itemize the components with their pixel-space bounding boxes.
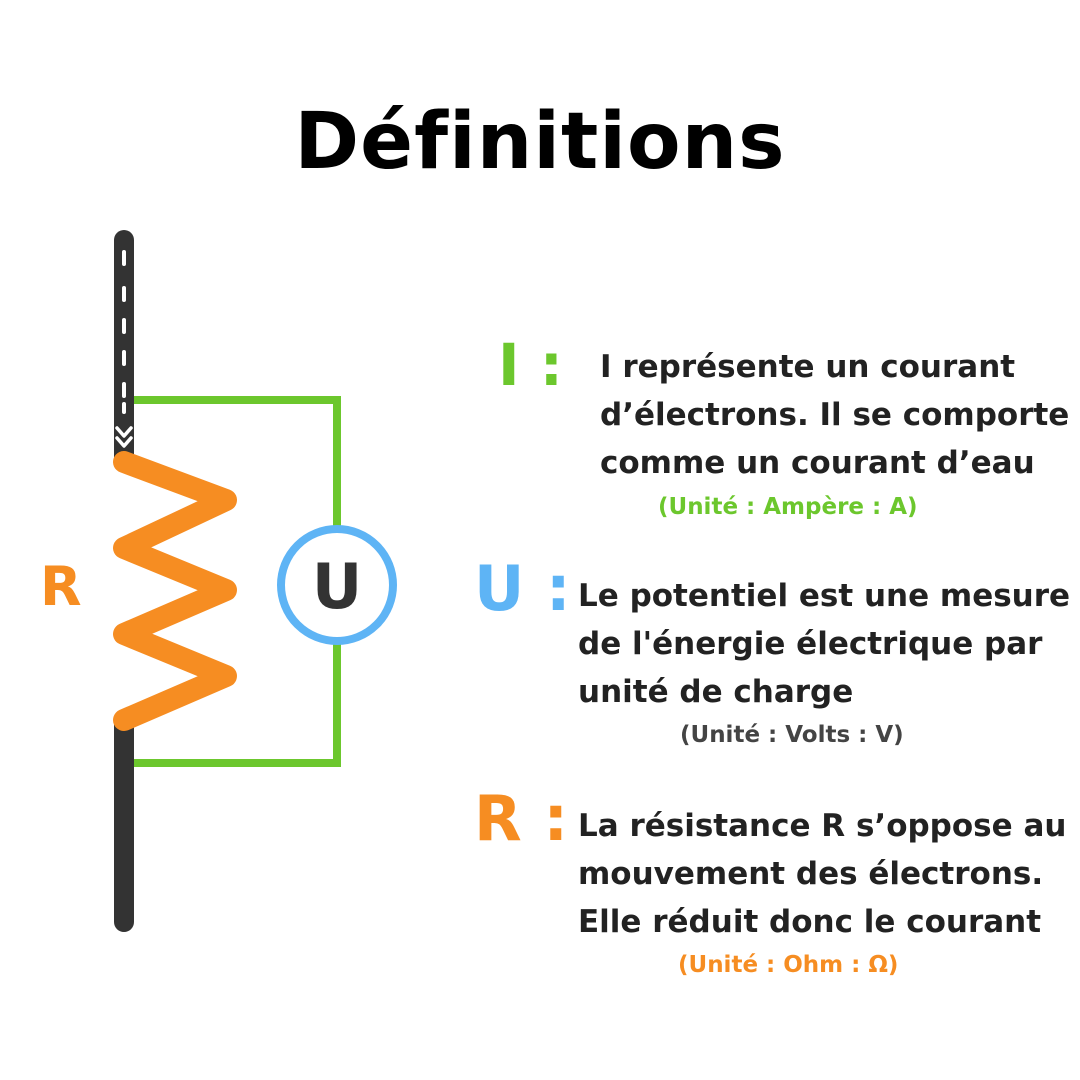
- definition-voltage-line: Le potentiel est une mesure: [578, 578, 1071, 614]
- definition-current-text: I représente un courant d’électrons. Il …: [600, 343, 1069, 487]
- definition-current-line: d’électrons. Il se comporte: [600, 397, 1070, 433]
- voltmeter-circle: [277, 525, 397, 645]
- definition-voltage-text: Le potentiel est une mesure de l'énergie…: [578, 572, 1070, 716]
- voltmeter-label: U: [312, 550, 362, 623]
- voltmeter-bottom-wire: [127, 642, 341, 767]
- definition-resistance-unit: (Unité : Ohm : Ω): [678, 952, 899, 978]
- voltmeter-top-wire: [127, 396, 341, 528]
- definition-voltage-symbol: U :: [474, 552, 571, 625]
- definition-resistance-text: La résistance R s’oppose au mouvement de…: [578, 802, 1066, 946]
- definition-voltage-line: de l'énergie électrique par: [578, 626, 1043, 662]
- definition-current-symbol: I :: [498, 331, 563, 399]
- definition-resistance-line: Elle réduit donc le courant: [578, 904, 1042, 940]
- definition-resistance-line: La résistance R s’oppose au: [578, 808, 1067, 844]
- circuit-diagram: U: [113, 230, 397, 932]
- page-title: Définitions: [294, 97, 786, 187]
- definition-resistance-symbol: R :: [474, 782, 569, 855]
- definition-resistance-line: mouvement des électrons.: [578, 856, 1044, 892]
- definition-current-line: I représente un courant: [600, 349, 1016, 385]
- definition-voltage-unit: (Unité : Volts : V): [680, 722, 904, 748]
- definition-voltage-line: unité de charge: [578, 674, 854, 710]
- resistor-label: R: [40, 555, 82, 618]
- resistor-zigzag: [113, 451, 237, 731]
- chevron-down-icon: [115, 426, 133, 448]
- definition-current-unit: (Unité : Ampère : A): [658, 494, 918, 520]
- definition-current-line: comme un courant d’eau: [600, 445, 1035, 481]
